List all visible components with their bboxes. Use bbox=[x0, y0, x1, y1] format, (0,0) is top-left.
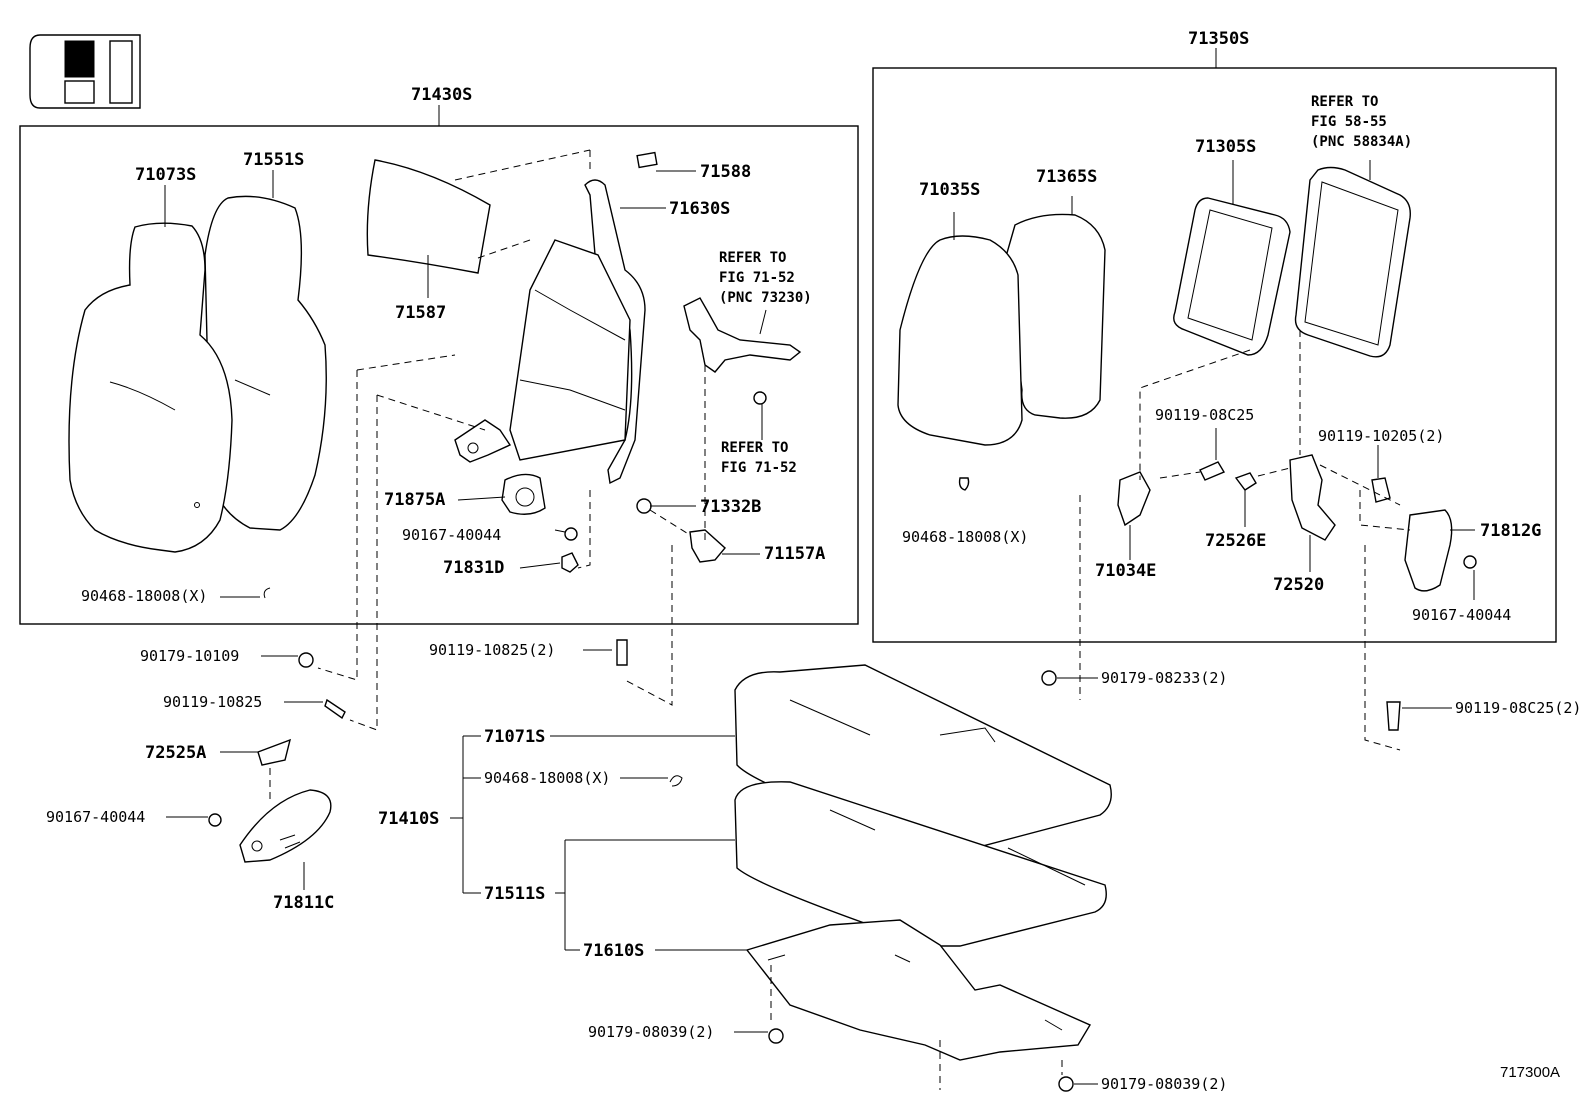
nut-90179-08233-2 bbox=[1041, 670, 1057, 686]
refer-58-55-line3: (PNC 58834A) bbox=[1311, 134, 1412, 150]
label-90119-08c25-2: 90119-08C25(2) bbox=[1455, 699, 1581, 717]
label-71630s: 71630S bbox=[669, 199, 730, 219]
label-71610s: 71610S bbox=[583, 941, 644, 961]
label-90468-18008-a: 90468-18008(X) bbox=[81, 587, 207, 605]
seat-cushion-frame-71610s bbox=[745, 919, 1092, 1061]
label-90119-08c25: 90119-08C25 bbox=[1155, 406, 1254, 424]
bolt-90119-08c25-2 bbox=[1386, 701, 1401, 731]
label-90119-10825-2: 90119-10825(2) bbox=[429, 641, 555, 659]
recliner-cover-71811c bbox=[239, 789, 332, 863]
label-90167-40044-a: 90167-40044 bbox=[402, 526, 501, 544]
label-72525a: 72525A bbox=[145, 743, 206, 763]
clip-71588 bbox=[636, 151, 658, 169]
label-71875a: 71875A bbox=[384, 490, 445, 510]
label-71071s: 71071S bbox=[484, 727, 545, 747]
bolt-90119-10205-2 bbox=[1371, 477, 1391, 503]
bracket-72520 bbox=[1289, 454, 1336, 541]
label-71350s: 71350S bbox=[1188, 29, 1249, 49]
nut-71332b bbox=[636, 498, 652, 514]
label-71811c: 71811C bbox=[273, 893, 334, 913]
seatback-cover-71073s bbox=[68, 222, 233, 553]
spring-71831d bbox=[561, 552, 579, 573]
label-90468-18008-c: 90468-18008(X) bbox=[484, 769, 610, 787]
label-90119-10205-2: 90119-10205(2) bbox=[1318, 427, 1444, 445]
label-71332b: 71332B bbox=[700, 497, 761, 517]
refer-71-52-b-line2: FIG 71-52 bbox=[721, 460, 797, 476]
seatback-pad-71587 bbox=[366, 149, 591, 274]
hook-90468-18008-b bbox=[958, 477, 970, 491]
refer-71-52-a-line3: (PNC 73230) bbox=[719, 290, 812, 306]
recliner-cover-71812g bbox=[1404, 509, 1453, 592]
bolt-90167-40044-b bbox=[208, 813, 222, 827]
seatback-frame-71305s bbox=[1173, 197, 1291, 356]
seatback-board-refer-58-55 bbox=[1294, 166, 1411, 358]
bracket-71034e bbox=[1117, 471, 1151, 527]
seatback-cover-71365s bbox=[1004, 213, 1106, 419]
clip-72525a bbox=[257, 738, 292, 766]
label-90119-10825: 90119-10825 bbox=[163, 693, 262, 711]
label-72526e: 72526E bbox=[1205, 531, 1266, 551]
vehicle-location-icon bbox=[29, 34, 141, 109]
label-90179-10109: 90179-10109 bbox=[140, 647, 239, 665]
label-71410s: 71410S bbox=[378, 809, 439, 829]
seatback-frame-71630s bbox=[454, 179, 646, 485]
nut-90179-08039-2b bbox=[1058, 1076, 1074, 1092]
bolt-90119-08c25 bbox=[1199, 461, 1226, 481]
refer-58-55-line2: FIG 58-55 bbox=[1311, 114, 1387, 130]
recliner-cover-71875a bbox=[501, 473, 546, 515]
bolt-90119-10825 bbox=[324, 698, 346, 720]
label-71365s: 71365S bbox=[1036, 167, 1097, 187]
label-71430s: 71430S bbox=[411, 85, 472, 105]
label-71157a: 71157A bbox=[764, 544, 825, 564]
label-90179-08039-2a: 90179-08039(2) bbox=[588, 1023, 714, 1041]
label-71034e: 71034E bbox=[1095, 561, 1156, 581]
bolt-90119-10825-2 bbox=[616, 639, 628, 666]
label-71035s: 71035S bbox=[919, 180, 980, 200]
label-71588: 71588 bbox=[700, 162, 751, 182]
seat-cushion-pad-71511s bbox=[734, 781, 1107, 947]
label-71831d: 71831D bbox=[443, 558, 504, 578]
label-71551s: 71551S bbox=[243, 150, 304, 170]
label-71073s: 71073S bbox=[135, 165, 196, 185]
hook-90468-18008-c bbox=[669, 775, 683, 787]
label-71511s: 71511S bbox=[484, 884, 545, 904]
label-90179-08233-2: 90179-08233(2) bbox=[1101, 669, 1227, 687]
label-90167-40044-c: 90167-40044 bbox=[1412, 606, 1511, 624]
label-71587: 71587 bbox=[395, 303, 446, 323]
refer-71-52-a-line2: FIG 71-52 bbox=[719, 270, 795, 286]
seat-belt-assembly bbox=[683, 297, 802, 405]
label-71812g: 71812G bbox=[1480, 521, 1541, 541]
clip-72526e bbox=[1234, 472, 1257, 491]
label-72520: 72520 bbox=[1273, 575, 1324, 595]
bracket-71157a bbox=[689, 529, 726, 563]
refer-71-52-a-line1: REFER TO bbox=[719, 250, 786, 266]
seatback-group-box-right bbox=[872, 67, 1557, 643]
bolt-90167-40044-a bbox=[554, 527, 578, 541]
label-90468-18008-b: 90468-18008(X) bbox=[902, 528, 1028, 546]
nut-90179-08039-2a bbox=[768, 1028, 784, 1044]
nut-90179-10109 bbox=[298, 652, 314, 668]
label-90179-08039-2b: 90179-08039(2) bbox=[1101, 1075, 1227, 1093]
label-90167-40044-b: 90167-40044 bbox=[46, 808, 145, 826]
refer-71-52-b-line1: REFER TO bbox=[721, 440, 788, 456]
illustration-code: 717300A bbox=[1500, 1064, 1560, 1081]
refer-58-55-line1: REFER TO bbox=[1311, 94, 1378, 110]
leader-lines bbox=[164, 160, 1475, 1085]
seatback-cover-71035s bbox=[897, 235, 1023, 446]
label-71305s: 71305S bbox=[1195, 137, 1256, 157]
bolt-90167-40044-c bbox=[1463, 555, 1477, 569]
